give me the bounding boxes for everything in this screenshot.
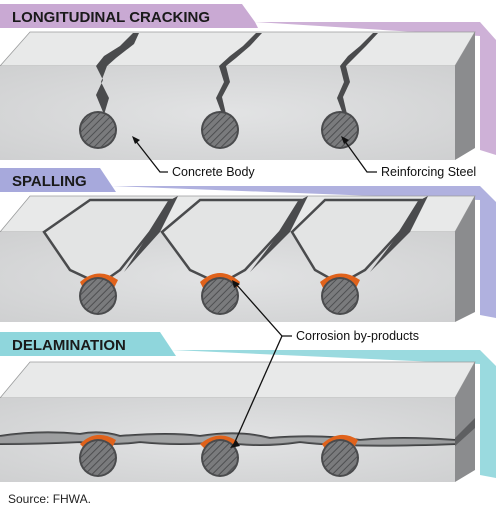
panel-header-ribbon [0,4,258,28]
reinforcing-steel-bar [201,277,239,315]
arrow-head [230,280,240,448]
panel-title: DELAMINATION [12,337,126,354]
panel-title: SPALLING [12,173,87,190]
panel-spalling: SPALLING [0,168,496,322]
spall-wedge [290,196,428,286]
arrow-head [132,136,349,144]
panel-header-ribbon [0,332,176,356]
panel-header-ribbon [0,168,116,192]
reinforcing-steel-bar [201,439,239,477]
concrete-body-label: Concrete Body [172,165,255,179]
panel-title: LONGITUDINAL CRACKING [12,9,210,26]
reinforcing-steel-bar [79,277,117,315]
reinforcing-steel-bar [79,439,117,477]
reinforcing-steel-bar [321,277,359,315]
leader-line [134,139,377,173]
reinforcing-steel-bar [321,439,359,477]
spall-wedge [42,196,178,286]
panel-longitudinal-cracking: LONGITUDINAL CRACKING [0,4,496,179]
corrosion-label: Corrosion by-products [296,329,419,343]
reinforcing-steel-bar [201,111,239,149]
crack [96,33,378,118]
reinforcing-steel-bar [321,111,359,149]
leader-line [233,283,292,445]
reinforcing-steel-bar [79,111,117,149]
reinforcing-steel-label: Reinforcing Steel [381,165,476,179]
spall-wedge [160,196,308,286]
panel-delamination: DELAMINATION [0,332,496,482]
source-caption: Source: FHWA. [8,492,91,506]
